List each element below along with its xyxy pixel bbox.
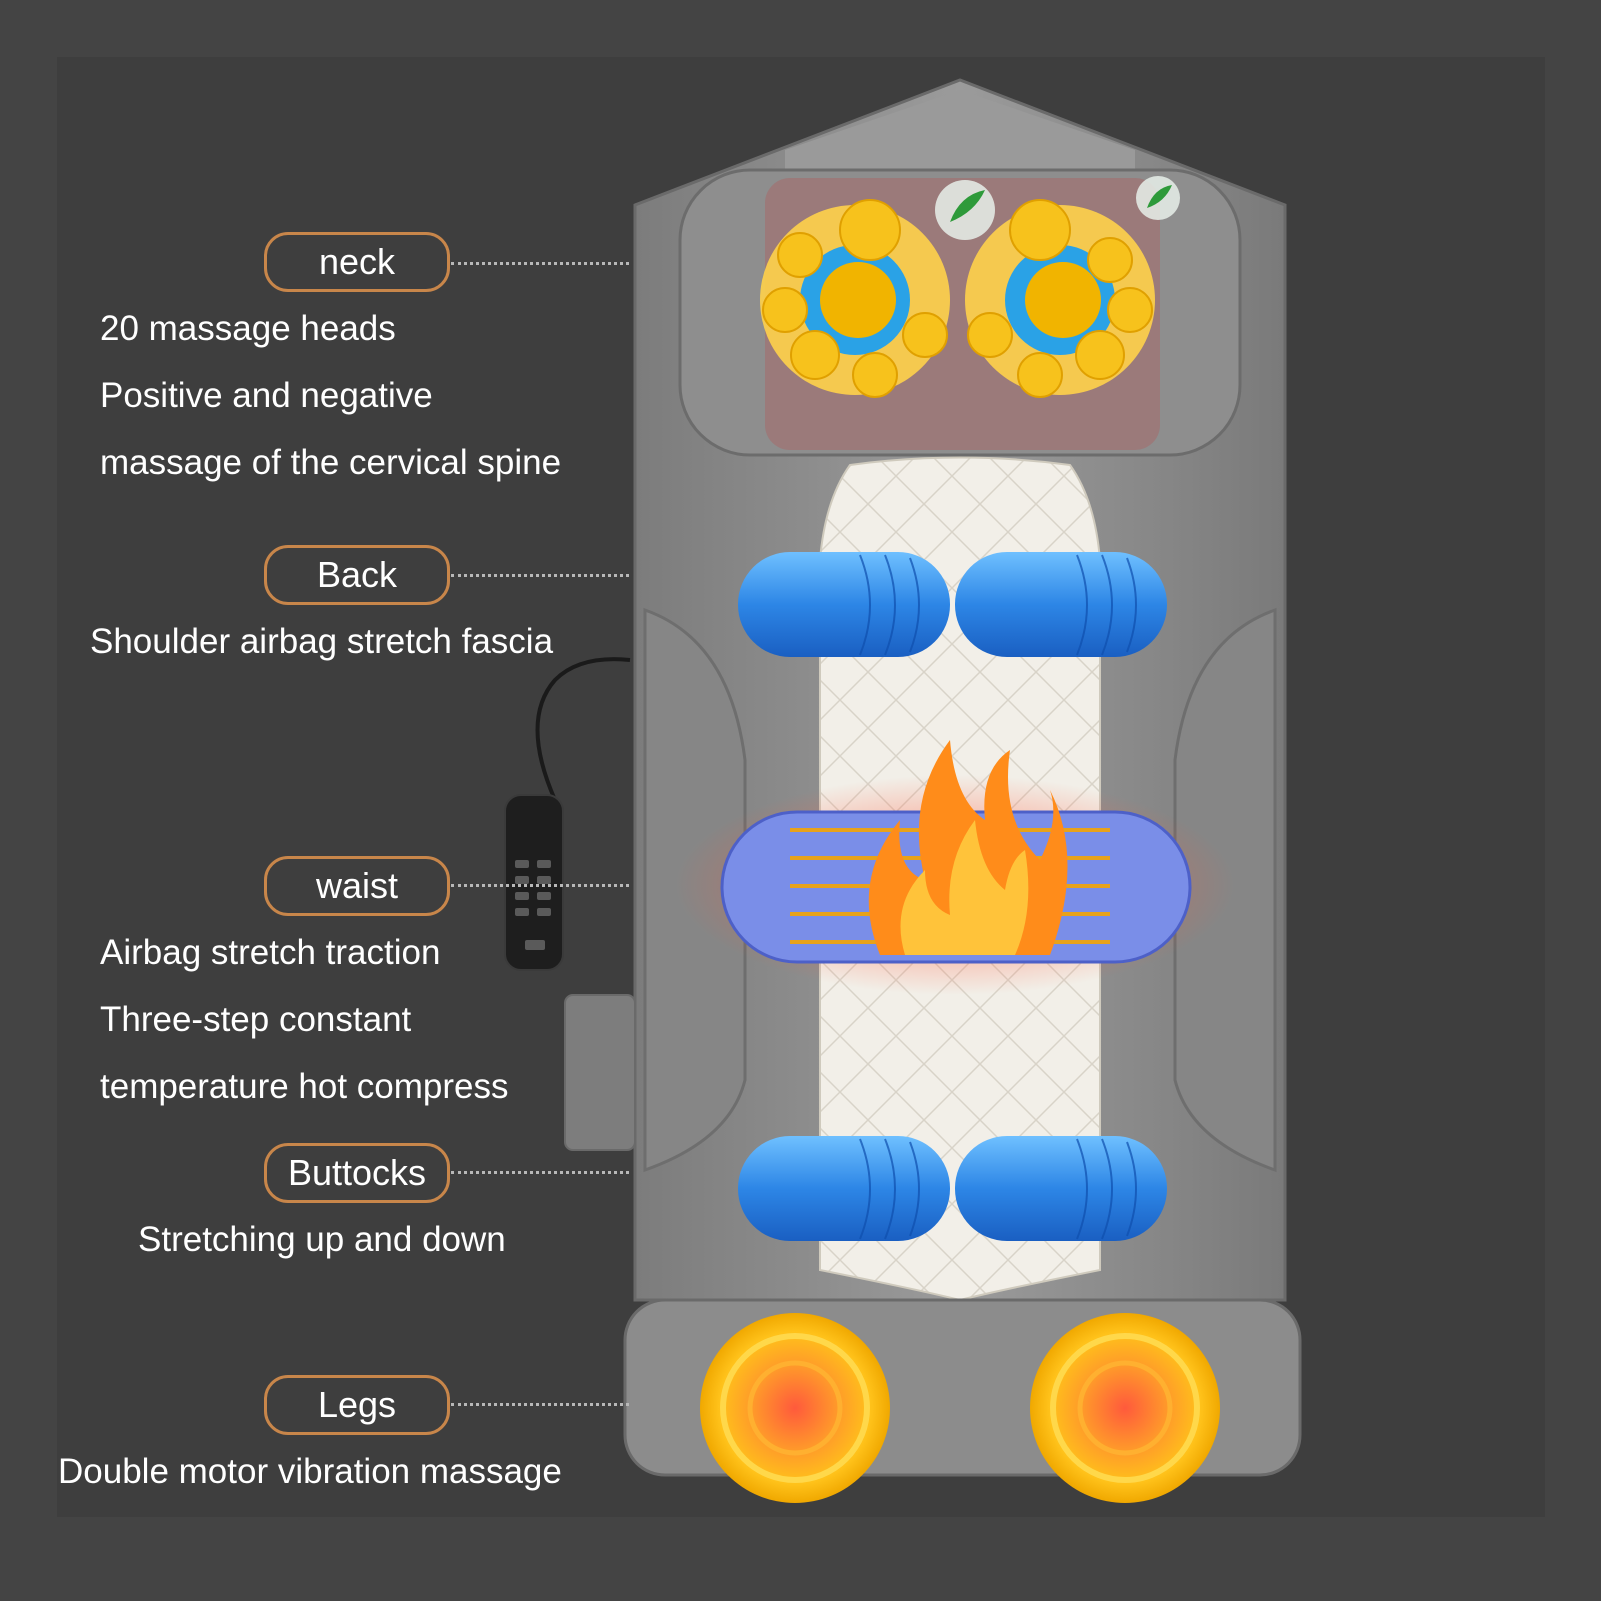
neck-description-line-2: Positive and negative xyxy=(100,376,433,415)
leader-line-neck xyxy=(451,262,629,265)
flame-icon xyxy=(868,740,1068,955)
buttocks-description-line-1: Stretching up and down xyxy=(138,1220,506,1259)
remote-control-icon xyxy=(504,657,631,971)
zone-label-waist: waist xyxy=(264,856,450,916)
waist-description-line-2: Three-step constant xyxy=(100,1000,412,1039)
back-description-line-1: Shoulder airbag stretch fascia xyxy=(90,622,554,661)
vibration-motor-icon xyxy=(700,1313,1220,1503)
neck-massage-rollers-icon xyxy=(760,199,1155,398)
mat-body xyxy=(564,78,1302,1477)
leader-line-waist xyxy=(451,884,629,887)
leader-line-legs xyxy=(451,1403,629,1406)
airbag-cylinder-icon xyxy=(738,552,1167,1241)
legs-description-line-1: Double motor vibration massage xyxy=(58,1452,562,1491)
waist-description-line-3: temperature hot compress xyxy=(100,1067,509,1106)
zone-label-buttocks: Buttocks xyxy=(264,1143,450,1203)
leader-line-back xyxy=(451,574,629,577)
zone-label-legs: Legs xyxy=(264,1375,450,1435)
waist-description-line-1: Airbag stretch traction xyxy=(100,933,441,972)
zone-label-neck: neck xyxy=(264,232,450,292)
herb-leaf-icon xyxy=(935,176,1180,240)
neck-description-line-1: 20 massage heads xyxy=(100,309,396,348)
neck-description-line-3: massage of the cervical spine xyxy=(100,443,562,482)
zone-label-back: Back xyxy=(264,545,450,605)
leader-line-buttocks xyxy=(451,1171,629,1174)
